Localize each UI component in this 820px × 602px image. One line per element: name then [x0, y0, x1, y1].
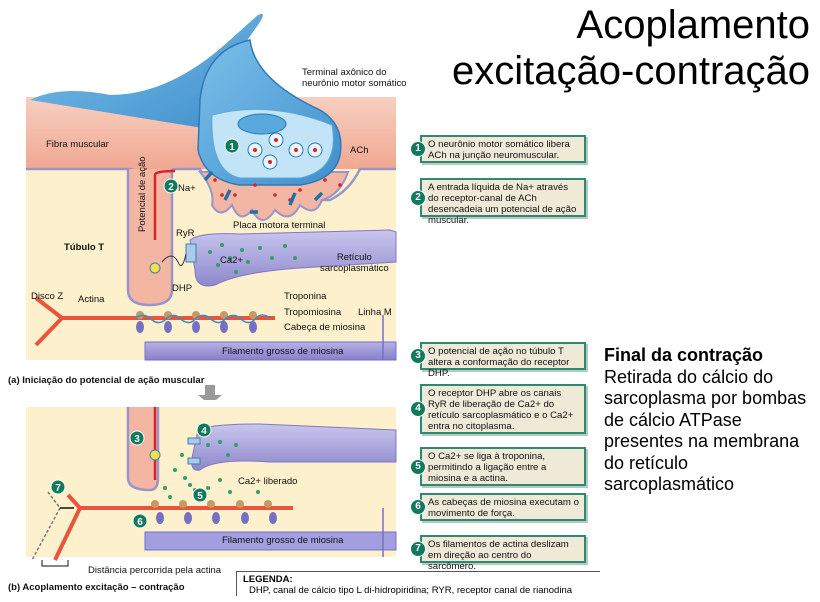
step-marker-6: 6 — [132, 513, 148, 529]
step-marker-2: 2 — [163, 178, 179, 194]
label-m-line: Linha M — [358, 307, 392, 318]
ach-receptors — [203, 170, 324, 214]
ryr-channel — [185, 243, 197, 263]
label-tropomyosin: Tropomiosina — [284, 307, 342, 318]
label-ryr: RyR — [176, 228, 195, 239]
actin-filament-b — [53, 493, 293, 561]
caption-panel-b: (b) Acoplamento excitação – contração — [8, 582, 185, 593]
step-box-4: 4 O receptor DHP abre os canais RyR de l… — [410, 384, 586, 434]
label-ca: Ca2+ — [220, 255, 243, 266]
step-text-6: As cabeças de miosina executam o movimen… — [428, 497, 579, 519]
step-number-5: 5 — [410, 458, 426, 475]
ryr-open-channel-bottom — [187, 457, 201, 465]
dhp-ryr-link — [161, 253, 187, 267]
calcium-ions-released — [163, 440, 260, 499]
label-t-tubule: Túbulo T — [64, 242, 105, 253]
step-box-3: 3 O potencial de ação no túbulo T altera… — [410, 342, 586, 379]
step-text-3: O potencial de ação no túbulo T altera a… — [428, 346, 570, 379]
dhp-receptor — [149, 262, 161, 274]
label-myosin-head: Cabeça de miosina — [284, 322, 366, 333]
svg-text:3: 3 — [134, 434, 140, 445]
caption-panel-a: (a) Iniciação do potencial de ação muscu… — [8, 375, 205, 386]
t-tubule-b — [126, 407, 160, 492]
distance-bracket — [41, 560, 69, 567]
step-number-2: 2 — [410, 189, 426, 206]
label-na: Na+ — [178, 183, 196, 194]
step-box-7: 7 Os filamentos de actina deslizam em di… — [410, 535, 586, 572]
label-action-potential: Potencial de ação — [137, 156, 148, 232]
label-ach: ACh — [350, 145, 369, 156]
dhp-receptor-b — [149, 449, 161, 461]
legend: LEGENDA: DHP, canal de cálcio tipo L di-… — [236, 571, 600, 596]
tropomyosin — [134, 314, 271, 324]
label-dhp: DHP — [172, 283, 193, 294]
label-thick-filament-b: Filamento grosso de miosina — [222, 535, 344, 546]
legend-body: DHP, canal de cálcio tipo L di-hidropiri… — [249, 585, 573, 596]
myosin-heads — [136, 321, 257, 333]
label-troponin: Troponina — [284, 291, 327, 302]
label-sr: Retículo sarcoplasmático — [320, 252, 389, 274]
label-motor-end-plate: Placa motora terminal — [233, 220, 326, 231]
title-line-2: excitação-contração — [452, 49, 810, 93]
label-sr-line2: sarcoplasmático — [320, 263, 389, 274]
label-z-disc: Disco Z — [31, 291, 64, 302]
step-box-5: 5 O Ca2+ se liga à troponina, permitindo… — [410, 447, 586, 486]
label-muscle-fiber: Fibra muscular — [46, 139, 109, 150]
final-title: Final da contração — [604, 345, 764, 365]
ryr-open-channel-top — [187, 437, 201, 445]
label-distance: Distância percorrida pela actina — [88, 565, 222, 576]
step-box-2: 2 A entrada líquida de Na+ através do re… — [410, 178, 586, 226]
step-number-6: 6 — [410, 499, 426, 515]
troponin — [136, 311, 257, 319]
step-marker-3: 3 — [129, 430, 145, 446]
label-actin: Actina — [78, 294, 105, 305]
t-tubule — [126, 169, 174, 307]
svg-text:7: 7 — [55, 483, 61, 494]
step-number-3: 3 — [410, 348, 426, 364]
thick-filament-a — [144, 341, 397, 361]
step-box-6: 6 As cabeças de miosina executam o movim… — [410, 493, 586, 521]
label-ca-released: Ca2+ liberado — [238, 476, 298, 487]
svg-text:1: 1 — [229, 142, 235, 153]
down-arrow-icon — [198, 385, 222, 400]
myosin-heads-b — [156, 512, 277, 524]
slide-title: Acoplamento excitação-contração — [430, 2, 810, 94]
final-contraction-note: Final da contração Retirada do cálcio do… — [604, 345, 814, 496]
label-sr-line1: Retículo — [336, 252, 372, 263]
step-marker-1: 1 — [224, 138, 240, 154]
svg-text:2: 2 — [168, 182, 174, 193]
final-body: Retirada do cálcio do sarcoplasma por bo… — [604, 366, 807, 495]
step-marker-4: 4 — [196, 422, 212, 438]
step-text-5: O Ca2+ se liga à troponina, permitindo a… — [428, 451, 547, 484]
step-text-7: Os filamentos de actina deslizam em dire… — [428, 539, 569, 572]
diagram-panel-b: 3 4 5 6 7 — [26, 407, 397, 567]
step-marker-7: 7 — [50, 479, 66, 495]
calcium-ions-sr — [208, 243, 297, 274]
mitochondrion — [237, 113, 287, 135]
step-text-4: O receptor DHP abre os canais RyR de lib… — [428, 388, 574, 432]
label-thick-filament-a: Filamento grosso de miosina — [222, 346, 344, 357]
sarcoplasmic-reticulum-b — [191, 423, 397, 471]
step-box-1: 1 O neurônio motor somático libera ACh n… — [410, 135, 586, 163]
diagram-panel-a: 1 2 — [26, 13, 397, 400]
title-line-1: Acoplamento — [576, 3, 810, 47]
step-text-2: A entrada líquida de Na+ através do rece… — [428, 182, 577, 226]
sarcoplasmic-reticulum — [189, 229, 397, 287]
step-number-7: 7 — [410, 541, 426, 557]
step-text-1: O neurônio motor somático libera ACh na … — [428, 139, 570, 161]
label-axon-terminal-line1: Terminal axônico do — [302, 67, 387, 78]
step-number-1: 1 — [410, 141, 426, 157]
svg-text:6: 6 — [137, 517, 143, 528]
thick-filament-b — [144, 531, 397, 551]
svg-text:5: 5 — [197, 491, 203, 502]
label-axon-terminal-line2: neurônio motor somático — [302, 78, 407, 89]
label-axon-terminal: Terminal axônico do neurônio motor somát… — [302, 67, 407, 89]
svg-text:4: 4 — [201, 426, 207, 437]
legend-title: LEGENDA: — [243, 574, 293, 585]
step-marker-5: 5 — [192, 487, 208, 503]
step-number-4: 4 — [410, 401, 426, 417]
